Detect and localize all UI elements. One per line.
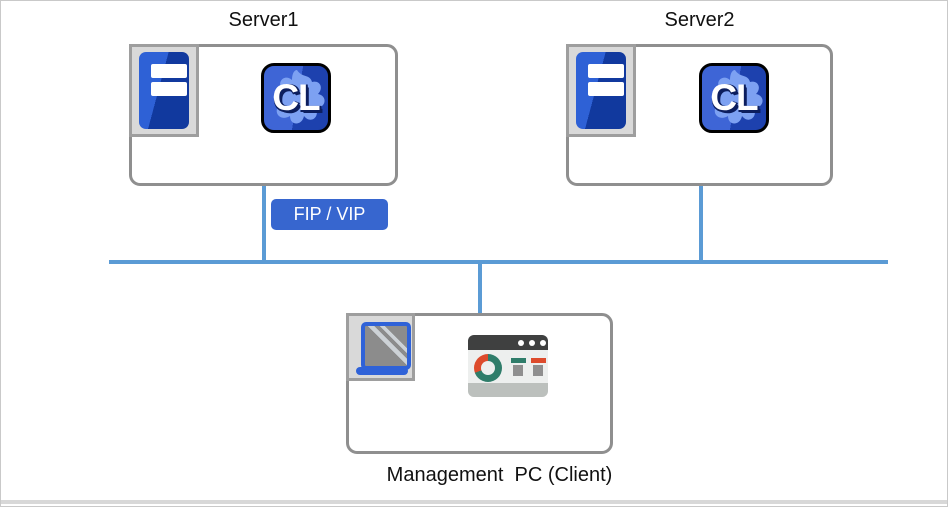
mini-bar-teal (511, 358, 526, 363)
server-slot-bar (151, 82, 187, 96)
server-icon (129, 44, 199, 137)
browser-dot-icon (518, 340, 524, 346)
mini-bar-gray (513, 365, 523, 376)
browser-dot-icon (529, 340, 535, 346)
cl-splash-shape (273, 70, 325, 124)
network-line-horizontal (109, 260, 888, 264)
fip-vip-badge: FIP / VIP (271, 199, 388, 230)
server1-title: Server1 (228, 9, 299, 31)
donut-chart-icon (474, 354, 502, 382)
laptop-screen (361, 322, 411, 370)
cl-splash-shape (711, 70, 763, 124)
server1-connector-line (262, 184, 266, 262)
server2-title: Server2 (664, 9, 735, 31)
server-slot-bar (588, 82, 624, 96)
browser-titlebar (468, 335, 548, 350)
server-tower-shape (576, 52, 626, 129)
cl-cluster-logo-icon: CL (261, 63, 331, 133)
laptop-base (356, 367, 408, 375)
cl-logo-text: CL (272, 77, 320, 118)
server-slot-bar (151, 64, 187, 78)
bottom-divider (1, 500, 947, 504)
server-icon (566, 44, 636, 137)
cl-cluster-logo-icon: CL (699, 63, 769, 133)
server2-connector-line (699, 184, 703, 262)
mini-bar-gray (533, 365, 543, 376)
browser-footer (468, 383, 548, 397)
management-pc-title: Management PC (Client) (386, 464, 613, 486)
server-tower-shape (139, 52, 189, 129)
browser-dashboard-icon (468, 335, 548, 397)
management-pc-connector-line (478, 264, 482, 315)
laptop-icon (346, 313, 415, 381)
browser-dot-icon (540, 340, 546, 346)
mini-bar-red (531, 358, 546, 363)
server-slot-bar (588, 64, 624, 78)
cl-logo-text: CL (710, 77, 758, 118)
laptop-screen-glare (365, 326, 407, 366)
